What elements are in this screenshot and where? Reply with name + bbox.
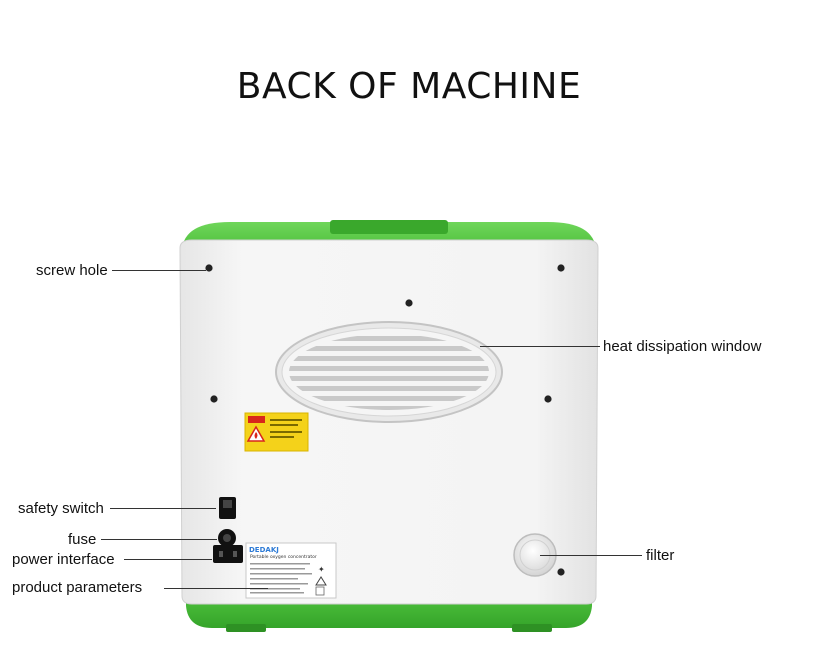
leader-line-product-parameters	[164, 588, 268, 589]
screw-hole-icon	[557, 264, 565, 272]
handle-recess	[330, 220, 448, 234]
callout-power-interface: power interface	[12, 551, 115, 568]
ce-mark-icon	[315, 586, 325, 596]
label-brand: DEDAKJ	[249, 546, 279, 554]
screw-hole-icon	[557, 568, 565, 576]
person-icon: ✦	[318, 565, 325, 574]
leader-line-filter	[540, 555, 642, 556]
leader-line-screw-hole	[112, 270, 206, 271]
caution-icon	[315, 576, 327, 586]
foot-right	[512, 624, 552, 632]
label-product: Portable oxygen concentrator	[250, 555, 317, 560]
vent-slats	[289, 336, 489, 410]
callout-filter: filter	[646, 547, 675, 564]
screw-hole-icon	[210, 395, 218, 403]
callout-safety-switch: safety switch	[18, 500, 104, 517]
page-title: BACK OF MACHINE	[236, 66, 582, 107]
leader-line-heat-window	[480, 346, 600, 347]
screw-hole-icon	[205, 264, 213, 272]
foot-left	[226, 624, 266, 632]
power-interface	[213, 545, 243, 563]
callout-screw-hole: screw hole	[36, 262, 108, 279]
leader-line-power-interface	[124, 559, 212, 560]
leader-line-safety-switch	[110, 508, 216, 509]
callout-fuse: fuse	[68, 531, 97, 548]
callout-product-parameters: product parameters	[12, 579, 143, 596]
callout-heat-window: heat dissipation window	[603, 338, 762, 355]
screw-hole-icon	[544, 395, 552, 403]
screw-hole-icon	[405, 299, 413, 307]
leader-line-fuse	[101, 539, 217, 540]
